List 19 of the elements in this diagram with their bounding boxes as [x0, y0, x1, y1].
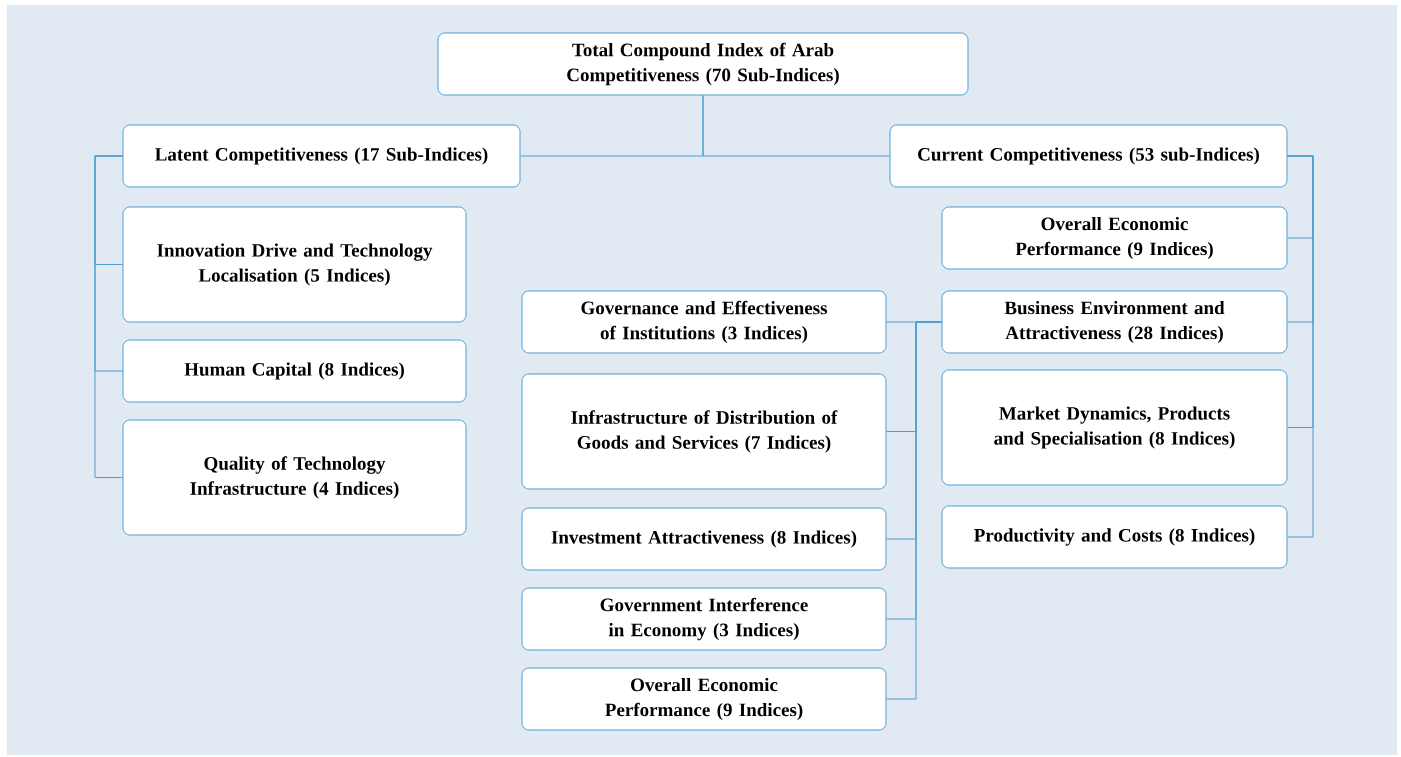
connector-line	[886, 321, 942, 700]
index-box: Quality of Technology Infrastructure (4 Indices)	[122, 419, 467, 536]
index-box: Overall Economic Performance (9 Indices)	[521, 667, 887, 731]
index-box: Governance and Effectiveness of Institutions (3 Indices)	[521, 290, 887, 354]
index-box: Latent Competitiveness (17 Sub-Indices)	[122, 124, 521, 188]
connector-line	[702, 95, 890, 157]
connector-line	[94, 155, 123, 478]
index-box: Market Dynamics, Products and Specialisation (8 Indices)	[941, 369, 1288, 486]
index-box: Infrastructure of Distribution of Goods and Services (7 Indices)	[521, 373, 887, 490]
connector-line	[1287, 155, 1314, 538]
index-box: Productivity and Costs (8 Indices)	[941, 505, 1288, 569]
index-box: Government Interference in Economy (3 Indices)	[521, 587, 887, 651]
index-box: Innovation Drive and Technology Localisation (5 Indices)	[122, 206, 467, 323]
index-box: Total Compound Index of Arab Competitiveness (70 Sub-Indices)	[437, 32, 969, 96]
index-box: Business Environment and Attractiveness (28 Indices)	[941, 290, 1288, 354]
index-box: Human Capital (8 Indices)	[122, 339, 467, 403]
index-box: Current Competitiveness (53 sub-Indices)	[889, 124, 1288, 188]
index-box: Overall Economic Performance (9 Indices)	[941, 206, 1288, 270]
index-box: Investment Attractiveness (8 Indices)	[521, 507, 887, 571]
